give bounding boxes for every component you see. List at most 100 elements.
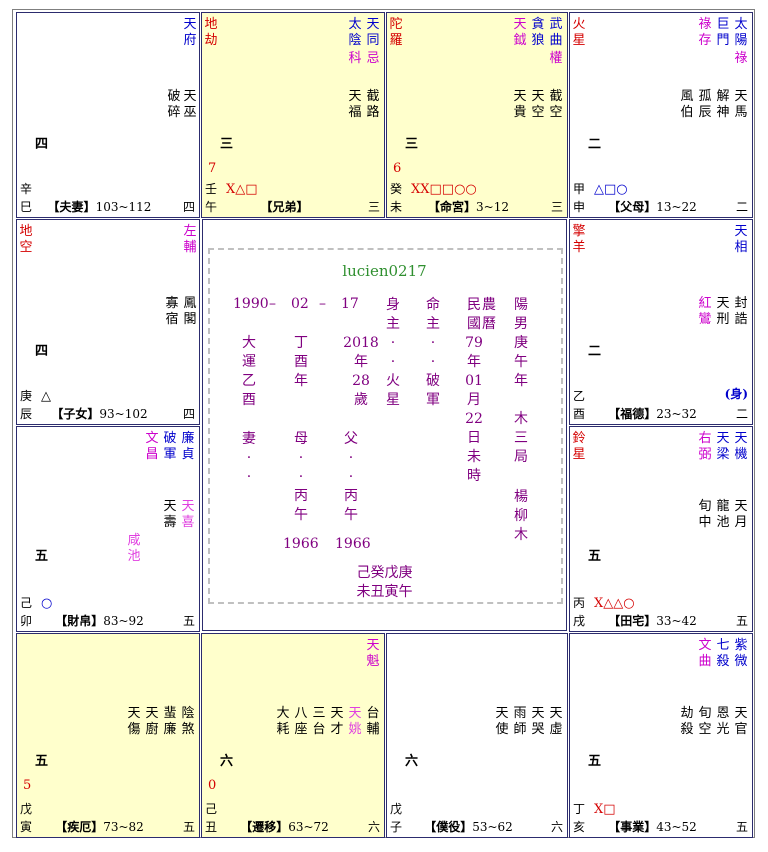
minor-star: 天貴 [513,89,527,120]
palace-number: 五 [588,549,602,564]
minor-star-xianchi: 咸池 [127,533,141,564]
earthly-branch: 辰 [20,407,33,421]
minor-star: 天月 [734,499,748,530]
palace-name: 【田宅】 [608,614,657,628]
minor-star: 破碎 [167,89,181,120]
minor-star: 天廚 [145,706,159,737]
heavenly-stem: 丙 [573,596,586,610]
palace-chen[interactable]: 地空 左輔 寡宿 鳳閣 四 庚 △ 辰 【子女】93~102 四 [16,219,200,425]
birth-month: 02 [291,296,309,312]
age-number: 5 [23,778,32,793]
minor-star: 天虛 [549,706,563,737]
palace-footer: 丑 【遷移】63~72 六 [205,818,380,834]
earthly-branch: 未 [390,200,403,214]
minor-star-tianyao: 天姚 [348,706,362,737]
palace-chou[interactable]: 天魁 大耗 八座 三台 天才 天姚 台輔 六 0 己 丑 【遷移】63~72 六 [201,633,385,838]
palace-mao[interactable]: 文昌 破軍 廉貞 天壽 天喜 咸池 五 己 ○ 卯 【財帛】83~92 五 [16,426,200,632]
heavenly-stem: 丁 [573,802,586,816]
palace-name: 【父母】 [608,200,657,214]
aspect-marks: X□ [594,802,616,817]
palace-name: 【夫妻】 [47,200,96,214]
palace-you[interactable]: 擎羊 天相 紅鸞 天刑 封誥 二 (身) 乙 酉 【福德】23~32 二 [569,219,753,425]
star-tianji: 天機 [734,431,748,462]
minor-star-hongluan: 紅鸞 [698,296,712,327]
palace-number: 五 [35,754,49,769]
username: lucien0217 [342,262,427,280]
star-lingxing: 鈴星 [572,431,586,462]
transform-lu: 祿 [734,51,748,66]
age-range: 83~92 [103,614,144,628]
minor-star: 劫殺 [680,706,694,737]
center-panel: lucien0217 1990 – 02 – 17 身主··火星 命主··破軍 … [202,219,567,631]
date-dash: – [269,296,276,312]
heavenly-stem: 癸 [390,182,403,196]
age-range: 33~42 [656,614,697,628]
minor-star: 旬中 [698,499,712,530]
star-tiankui: 天魁 [366,638,380,669]
earthly-branch: 卯 [20,614,33,628]
star-ziwei: 紫微 [734,638,748,669]
palace-shen[interactable]: 火星 祿存 巨門 太陽 祿 風伯 孤辰 解神 天馬 二 甲 △□○ 申 【父母】… [569,12,753,218]
palace-footer: 寅 【疾厄】73~82 五 [20,818,195,834]
aspect-marks: ○ [41,596,53,611]
age-number: 0 [208,778,217,793]
star-wuqu: 武曲 [549,17,563,48]
palace-footer: 未 【命宮】3~12 三 [390,198,563,214]
palace-number: 三 [220,137,234,152]
age-range: 13~22 [656,200,697,214]
age-range: 93~102 [99,407,148,421]
transform-ji: 忌 [366,51,380,66]
age-range: 103~112 [95,200,152,214]
star-tianyue: 天鉞 [513,17,527,48]
minor-star: 截空 [549,89,563,120]
nayin: 楊柳木 [514,489,528,543]
gender-year: 陽男庚午年 [514,297,528,389]
minor-star: 解神 [716,89,730,120]
palace-xu[interactable]: 鈴星 右弼 天梁 天機 旬中 龍池 天月 五 丙 X△△○ 戌 【田宅】33~4… [569,426,753,632]
palace-wu[interactable]: 地劫 太陰 天同 科 忌 天福 截路 三 7 壬 X△□ 午 【兄弟】 三 [201,12,385,218]
mother-birth-year: 1966 [283,536,319,552]
minor-star: 孤辰 [698,89,712,120]
star-huoxing: 火星 [572,17,586,48]
aspect-marks: XX□□○○ [411,182,477,197]
heavenly-stem: 己 [20,596,33,610]
heavenly-stem: 乙 [573,389,586,403]
minor-star: 天官 [734,706,748,737]
decade-luck: 大運乙酉 [242,335,256,408]
star-taiyin: 太陰 [348,17,362,48]
minor-star: 旬空 [698,706,712,737]
palace-name: 【福德】 [608,407,657,421]
range-number: 三 [550,200,563,214]
star-dijie: 地劫 [204,17,218,48]
aspect-marks: X△△○ [594,596,635,611]
minor-star: 天才 [330,706,344,737]
palace-footer: 卯 【財帛】83~92 五 [20,612,195,628]
minor-star: 天哭 [531,706,545,737]
range-number: 五 [735,820,748,834]
heavenly-stem: 甲 [573,182,586,196]
earthly-branch: 丑 [205,820,218,834]
heavenly-stem: 己 [205,802,218,816]
center-inner-frame [208,248,563,604]
earthly-branch: 寅 [20,820,33,834]
palace-yin[interactable]: 天傷 天廚 蜚廉 陰煞 五 5 戊 寅 【疾厄】73~82 五 [16,633,200,838]
spouse: 妻·· [242,431,256,485]
star-tianliang: 天梁 [716,431,730,462]
palace-si[interactable]: 天府 天巫 破碎 四 辛 巳 【夫妻】103~112 四 [16,12,200,218]
minor-star-tianxi: 天喜 [181,499,195,530]
palace-number: 四 [35,344,49,359]
aspect-marks: X△□ [226,182,258,197]
minor-star: 大耗 [276,706,290,737]
father: 父··丙午 [344,431,358,523]
palace-footer: 申 【父母】13~22 二 [573,198,748,214]
transform-quan: 權 [549,51,563,66]
range-number: 五 [182,614,195,628]
palace-zi[interactable]: 天使 雨師 天哭 天虛 六 戊 子 【僕役】53~62 六 [386,633,568,838]
minor-star: 封誥 [734,296,748,327]
palace-wei[interactable]: 陀羅 天鉞 貪狼 武曲 權 天貴 天空 截空 三 6 癸 XX□□○○ 未 【命… [386,12,568,218]
palace-number: 二 [588,137,602,152]
palace-hai[interactable]: 文曲 七殺 紫微 劫殺 旬空 恩光 天官 五 丁 X□ 亥 【事業】43~52 … [569,633,753,838]
age-range: 3~12 [476,200,509,214]
